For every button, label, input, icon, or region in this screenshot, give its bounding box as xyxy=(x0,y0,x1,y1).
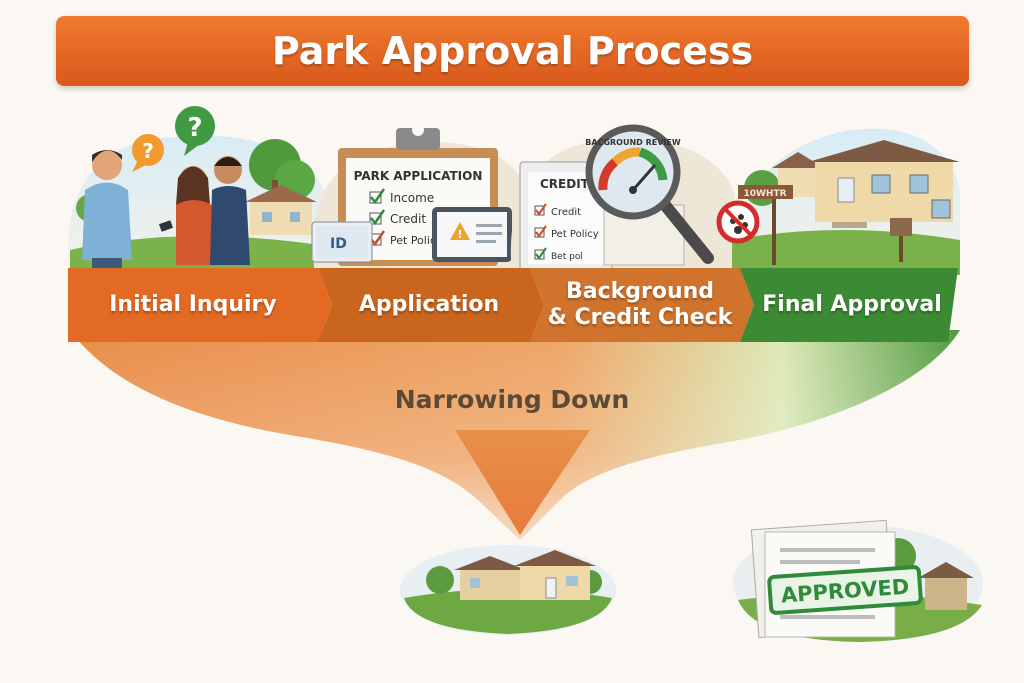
check-credit: Credit xyxy=(534,203,581,218)
svg-text:Credit: Credit xyxy=(551,207,581,218)
approved-document-illustration: APPROVED xyxy=(733,519,983,642)
stage-ribbon-4 xyxy=(740,268,958,342)
clipboard-title: PARK APPLICATION xyxy=(354,169,483,183)
result-house-illustration xyxy=(400,545,616,635)
stage-label-final-approval: Final Approval xyxy=(762,291,942,317)
svg-text:Income: Income xyxy=(390,191,434,205)
magnifier-gauge: BACGROUND REVIEW xyxy=(585,124,714,264)
page-title: Park Approval Process xyxy=(271,29,754,73)
stage-ribbon-2 xyxy=(318,268,544,342)
svg-text:Pet Policy: Pet Policy xyxy=(551,229,599,240)
svg-text:!: ! xyxy=(457,228,462,241)
gauge-label: BACGROUND REVIEW xyxy=(585,138,681,147)
check-item-credit: Credit xyxy=(369,209,426,226)
tablet-warning: ! xyxy=(432,207,512,262)
funnel-arrow xyxy=(455,430,590,535)
background-check-illustration: CREDIT Credit Pet Policy Bet pol BACGROU… xyxy=(510,124,735,275)
stage-label-application: Application xyxy=(358,291,500,317)
stage-label-initial-inquiry: Initial Inquiry xyxy=(109,291,277,317)
svg-text:Bet pol: Bet pol xyxy=(551,252,583,262)
svg-text:Credit: Credit xyxy=(390,212,426,226)
question-bubble-green: ? xyxy=(175,106,215,156)
check-pet-policy: Pet Policy xyxy=(534,225,599,240)
svg-text:?: ? xyxy=(187,113,202,143)
community-sign: 10WHTR xyxy=(738,185,793,265)
inquiry-illustration: ? ? xyxy=(68,106,331,275)
stage-ribbon-1 xyxy=(68,268,332,342)
id-card: ID xyxy=(311,221,373,263)
svg-text:Pet Polic: Pet Polic xyxy=(390,234,436,247)
svg-text:?: ? xyxy=(142,139,154,163)
credit-doc-title: CREDIT xyxy=(540,177,590,191)
stage-label-background-credit-check: Background & Credit Check xyxy=(547,278,733,330)
application-illustration: PARK APPLICATION Income Credit Pet Polic… xyxy=(311,124,530,275)
approved-stamp: APPROVED xyxy=(767,565,923,615)
check-bet-pol: Bet pol xyxy=(534,247,583,262)
funnel-label: Narrowing Down xyxy=(394,385,630,414)
check-item-income: Income xyxy=(369,188,434,205)
stage-ribbon-3 xyxy=(530,268,754,342)
svg-text:ID: ID xyxy=(330,236,347,252)
no-pets-icon xyxy=(716,200,760,244)
title-banner: Park Approval Process xyxy=(56,16,969,86)
svg-text:10WHTR: 10WHTR xyxy=(743,189,786,199)
question-bubble-orange: ? xyxy=(132,134,164,172)
final-approval-illustration: 10WHTR xyxy=(716,128,960,275)
